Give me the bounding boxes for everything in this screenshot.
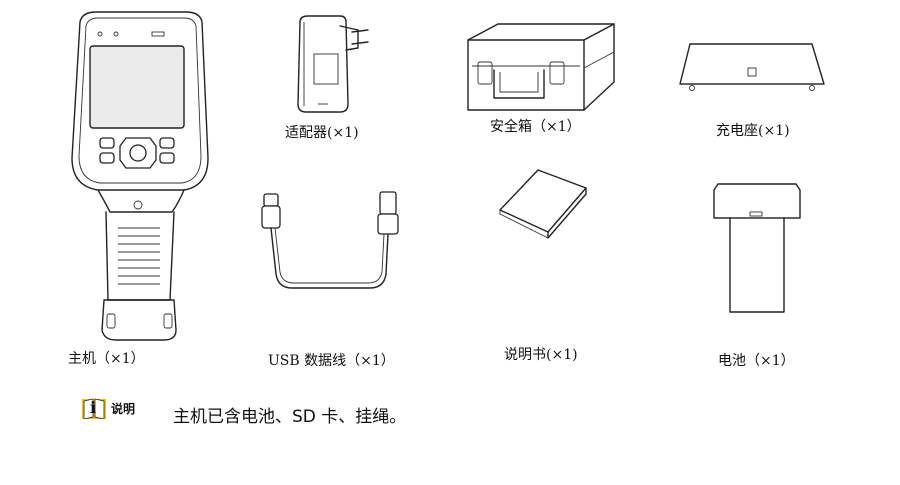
manual-figure: 说明书(×1): [494, 164, 604, 364]
charging-base-figure: 充电座(×1): [672, 34, 832, 144]
usb-cable-caption: USB 数据线（×1）: [268, 353, 395, 369]
battery-icon: [713, 183, 801, 313]
adapter-caption: 适配器(×1): [285, 125, 359, 141]
charging-base-caption: 充电座(×1): [716, 123, 790, 139]
info-book-icon: i: [82, 397, 106, 420]
manual-caption: 说明书(×1): [504, 347, 578, 363]
battery-figure: 电池（×1）: [704, 178, 824, 369]
info-icon-glyph: i: [90, 398, 97, 417]
note-label: 说明: [111, 401, 136, 416]
power-adapter-icon: [297, 15, 369, 113]
usb-cable-icon: [261, 191, 399, 289]
carrying-case-icon: [467, 23, 615, 111]
main-unit-caption: 主机（×1）: [68, 351, 145, 367]
main-unit-figure: 主机（×1）: [60, 8, 220, 367]
battery-caption: 电池（×1）: [718, 353, 795, 369]
safety-box-figure: 安全箱（×1）: [462, 10, 622, 140]
adapter-figure: 适配器(×1): [280, 8, 390, 144]
thermal-camera-icon: [71, 11, 209, 341]
charging-dock-icon: [679, 43, 825, 91]
usb-cable-figure: USB 数据线（×1）: [252, 188, 412, 369]
safety-box-caption: 安全箱（×1）: [490, 119, 581, 135]
note-text: 主机已含电池、SD 卡、挂绳。: [173, 407, 407, 427]
note-heading: i 说明: [82, 396, 135, 420]
manual-booklet-icon: [499, 169, 587, 239]
